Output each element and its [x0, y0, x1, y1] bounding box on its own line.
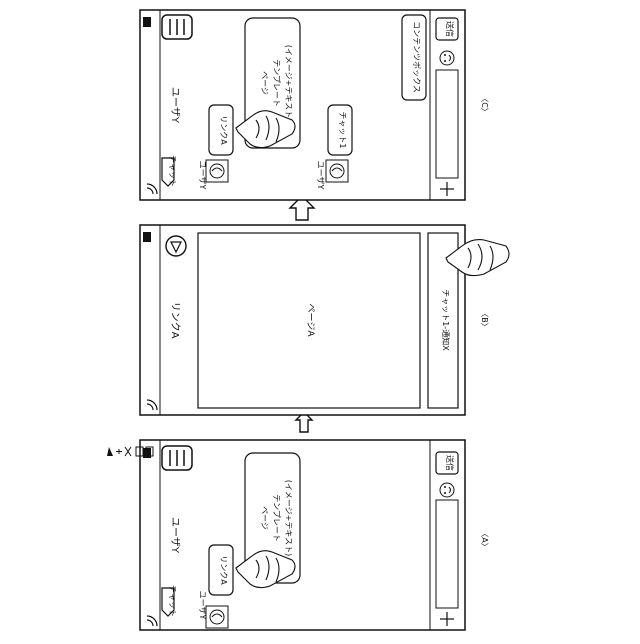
template-line2: テンプレート: [272, 59, 281, 107]
smiley-icon[interactable]: [440, 51, 454, 65]
send-button-label[interactable]: 送信: [445, 21, 455, 37]
menu-icon[interactable]: [162, 446, 192, 470]
battery-icon: [143, 232, 151, 242]
message-input[interactable]: [436, 500, 458, 608]
send-button-label[interactable]: 送信: [445, 455, 455, 471]
header-title: ユーザY: [169, 517, 181, 554]
panel-caption: 〈B〉: [480, 309, 489, 331]
template-line1: ページ: [260, 71, 269, 95]
smiley-icon[interactable]: [440, 483, 454, 497]
battery-icon: [143, 17, 151, 27]
template-line1: ページ: [260, 506, 269, 530]
notification-text[interactable]: チャット1-通知X: [441, 289, 451, 351]
back-arrow-icon[interactable]: [166, 236, 186, 256]
panel-c: ユーザY チャット ユーザY リンクA ページ テンプレート (イメージ+テキス…: [140, 10, 489, 200]
panel-b: リンクA ページA チャット1-通知X 〈B〉: [140, 225, 509, 415]
avatar: [326, 160, 348, 182]
menu-icon[interactable]: [162, 15, 192, 39]
contents-box-label[interactable]: コンテンツボックス: [412, 21, 421, 93]
chat-bubble-text: チャット1: [338, 111, 347, 148]
header-title: ユーザY: [169, 87, 181, 124]
panel-a: ユーザY チャット ユーザY リンクA ページ テンプレート (イメージ+テキス…: [107, 440, 489, 630]
template-line3: (イメージ+テキスト): [284, 45, 293, 122]
template-line2: テンプレート: [272, 494, 281, 542]
link-text[interactable]: リンクA: [219, 555, 228, 585]
panel-caption: 〈C〉: [480, 94, 489, 116]
chat-button-label[interactable]: チャット: [168, 585, 177, 617]
battery-icon: [143, 448, 151, 458]
avatar: [206, 606, 228, 628]
avatar: [206, 160, 228, 182]
sender-name: ユーザY: [316, 161, 325, 190]
message-input[interactable]: [436, 70, 458, 178]
page-label: ページA: [305, 304, 315, 338]
panel-caption: 〈A〉: [480, 529, 489, 550]
link-text[interactable]: リンクA: [219, 115, 228, 145]
chat-button-label[interactable]: チャット: [168, 155, 177, 187]
template-line3: (イメージ+テキスト): [284, 480, 293, 557]
header-title: リンクA: [169, 302, 181, 339]
